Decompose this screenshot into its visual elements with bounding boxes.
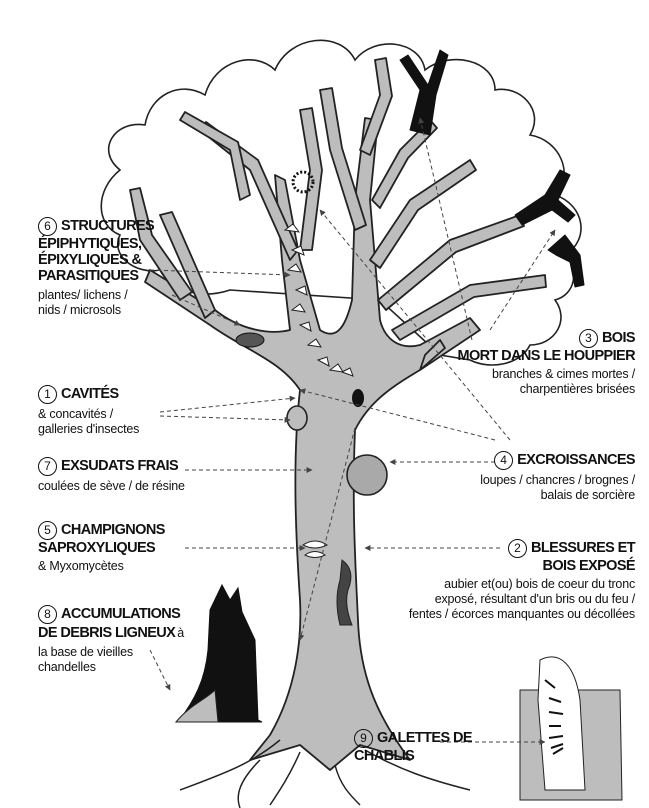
label-title: BLESSURES ET: [531, 540, 635, 556]
label-number: 9: [354, 729, 373, 748]
label-title: EXCROISSANCES: [517, 452, 635, 468]
label-title-line2: BOIS EXPOSÉ: [409, 558, 635, 574]
label-desc-line2: galleries d'insectes: [38, 422, 139, 436]
label-title-line2: DE DEBRIS LIGNEUX: [38, 625, 175, 641]
label-title: EXSUDATS FRAIS: [61, 458, 178, 474]
label-excroissances: 4 EXCROISSANCES loupes / chancres / brog…: [480, 452, 635, 502]
label-desc: branches & cimes mortes /: [457, 367, 635, 381]
label-desc: coulées de sève / de résine: [38, 479, 185, 493]
label-number: 6: [38, 217, 57, 236]
label-number: 7: [38, 457, 57, 476]
dead-snag: [178, 585, 262, 722]
label-desc: plantes/ lichens /: [38, 288, 154, 302]
label-accumulations: 8 ACCUMULATIONS DE DEBRIS LIGNEUXà la ba…: [38, 606, 184, 674]
label-desc-line3: fentes / écorces manquantes ou décollées: [409, 607, 635, 621]
label-title: CHAMPIGNONS: [61, 522, 165, 538]
label-desc-line2: charpentières brisées: [457, 382, 635, 396]
label-blessures: 2 BLESSURES ET BOIS EXPOSÉ aubier et(ou)…: [409, 540, 635, 621]
label-galettes-chablis: 9 GALETTES DE CHABLIS: [354, 730, 472, 764]
label-number: 3: [579, 329, 598, 348]
windthrow-root-plate: [520, 657, 622, 800]
label-title: GALETTES DE: [377, 730, 472, 746]
nest: [236, 333, 264, 347]
label-number: 2: [508, 539, 527, 558]
label-title-line3: ÉPIXYLIQUES &: [38, 252, 154, 268]
label-champignons: 5 CHAMPIGNONS SAPROXYLIQUES & Myxomycète…: [38, 522, 165, 573]
label-bois-mort-houppier: 3 BOIS MORT DANS LE HOUPPIER branches & …: [457, 330, 635, 396]
label-desc: loupes / chancres / brognes /: [480, 473, 635, 487]
label-title-line2: CHABLIS: [354, 748, 472, 764]
label-structures-epiphytiques: 6 STRUCTURES ÉPIPHYTIQUES, ÉPIXYLIQUES &…: [38, 218, 154, 317]
label-title-line2: ÉPIPHYTIQUES,: [38, 236, 154, 252]
label-title: ACCUMULATIONS: [61, 606, 180, 622]
label-exsudats-frais: 7 EXSUDATS FRAIS coulées de sève / de ré…: [38, 458, 185, 493]
label-title: STRUCTURES: [61, 218, 154, 234]
label-cavites: 1 CAVITÉS & concavités / galleries d'ins…: [38, 386, 139, 436]
label-title: CAVITÉS: [61, 386, 119, 402]
label-title-suffix: à: [177, 626, 184, 640]
label-desc: aubier et(ou) bois de coeur du tronc: [409, 577, 635, 591]
label-desc-line2: exposé, résultant d'un bris ou du feu /: [409, 592, 635, 606]
label-desc: & Myxomycètes: [38, 559, 165, 573]
label-desc-line2: nids / microsols: [38, 303, 154, 317]
label-title-line2: SAPROXYLIQUES: [38, 540, 165, 556]
label-title: BOIS: [602, 330, 635, 346]
label-number: 4: [494, 451, 513, 470]
crown-outline: [101, 40, 581, 365]
label-number: 1: [38, 385, 57, 404]
label-desc-line2: chandelles: [38, 660, 184, 674]
cavity-2: [287, 406, 307, 430]
label-desc: la base de vieilles: [38, 645, 184, 659]
label-desc: & concavités /: [38, 407, 139, 421]
burl: [347, 455, 387, 495]
label-desc-line2: balais de sorcière: [480, 488, 635, 502]
label-title-line2: MORT DANS LE HOUPPIER: [457, 348, 635, 364]
label-number: 5: [38, 521, 57, 540]
label-title-line4: PARASITIQUES: [38, 268, 154, 284]
label-number: 8: [38, 605, 57, 624]
cavity: [352, 389, 364, 407]
